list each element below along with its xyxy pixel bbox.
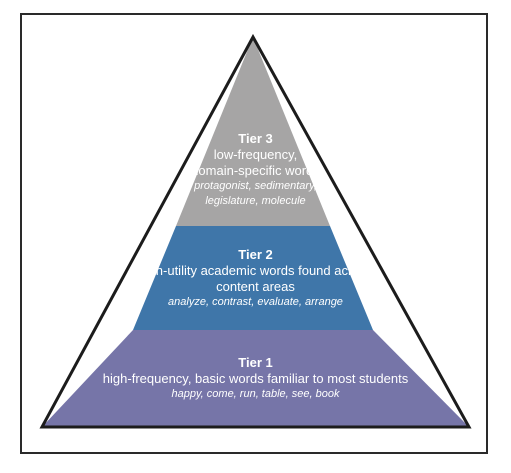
tier-2-label-group: Tier 2 high-utility academic words found… [0,247,511,310]
tier-3-label-group: Tier 3 low-frequency, domain-specific wo… [0,131,511,209]
tier-2-examples: analyze, contrast, evaluate, arrange [168,296,343,308]
pyramid-outline [39,33,472,429]
tier-1-description: high-frequency, basic words familiar to … [102,371,409,386]
tier-2-description: high-utility academic words found across… [138,263,373,294]
tier-1-title: Tier 1 [238,355,273,370]
tier-1-label-group: Tier 1 high-frequency, basic words famil… [0,355,511,402]
tier-3-description: low-frequency, domain-specific words [191,147,320,178]
tier-3-title: Tier 3 [238,131,273,146]
tier-2-segment [133,226,373,330]
tier-1-segment [42,330,469,427]
tier-3-segment [176,37,330,226]
tier-2-title: Tier 2 [238,247,273,262]
tier-1-examples: happy, come, run, table, see, book [171,388,340,400]
tier-3-examples: protagonist, sedimentary, legislature, m… [194,180,317,207]
